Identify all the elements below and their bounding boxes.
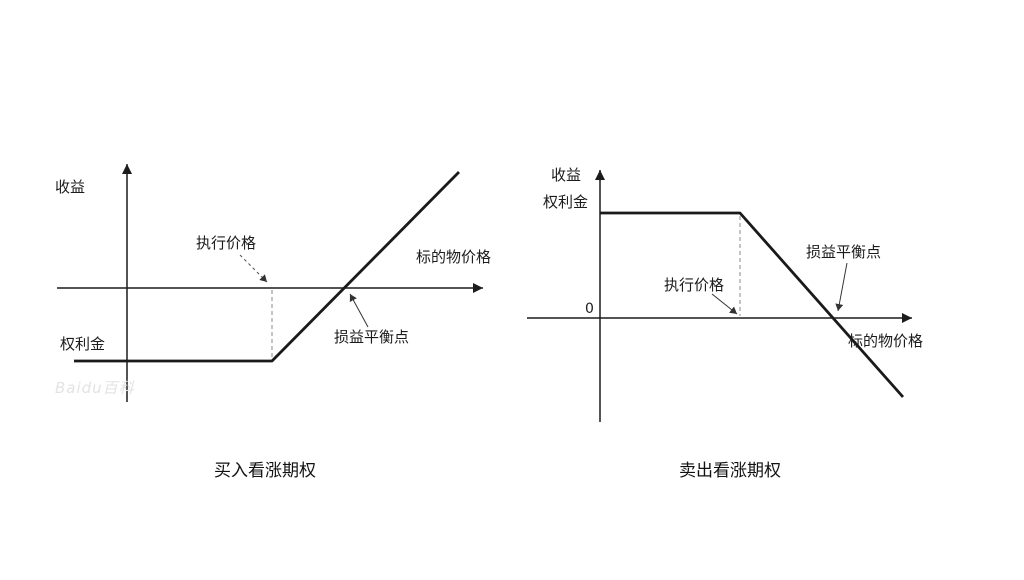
short-call-payoff-line — [600, 211, 905, 398]
watermark: Baidu百科 — [55, 379, 135, 397]
long-call-y-axis-label: 收益 — [55, 178, 85, 196]
long-call-payoff-line — [74, 171, 460, 363]
short-call-x-axis-label: 标的物价格 — [848, 332, 923, 350]
short-call-premium-label: 权利金 — [543, 193, 588, 211]
short-call-strike-arrow — [711, 293, 738, 315]
short-call-breakeven-arrow — [835, 262, 848, 312]
long-call-x-axis-label: 标的物价格 — [416, 248, 491, 266]
short-call-strike-label: 执行价格 — [664, 276, 724, 294]
short-call-origin-label: 0 — [585, 301, 594, 317]
long-call-premium-label: 权利金 — [60, 335, 105, 353]
long-call-breakeven-label: 损益平衡点 — [334, 328, 409, 346]
long-call-caption: 买入看涨期权 — [214, 461, 316, 481]
short-call-y-axis-label: 收益 — [551, 166, 581, 184]
short-call-chart: 收益 权利金 0 执行价格 损益平衡点 标的物价格 — [527, 166, 923, 422]
long-call-strike-arrow — [239, 254, 268, 283]
long-call-strike-label: 执行价格 — [196, 234, 256, 252]
short-call-breakeven-label: 损益平衡点 — [806, 243, 881, 261]
short-call-caption: 卖出看涨期权 — [679, 461, 781, 481]
long-call-chart: 收益 执行价格 标的物价格 损益平衡点 权利金 — [55, 164, 491, 402]
long-call-breakeven-arrow — [349, 293, 369, 328]
